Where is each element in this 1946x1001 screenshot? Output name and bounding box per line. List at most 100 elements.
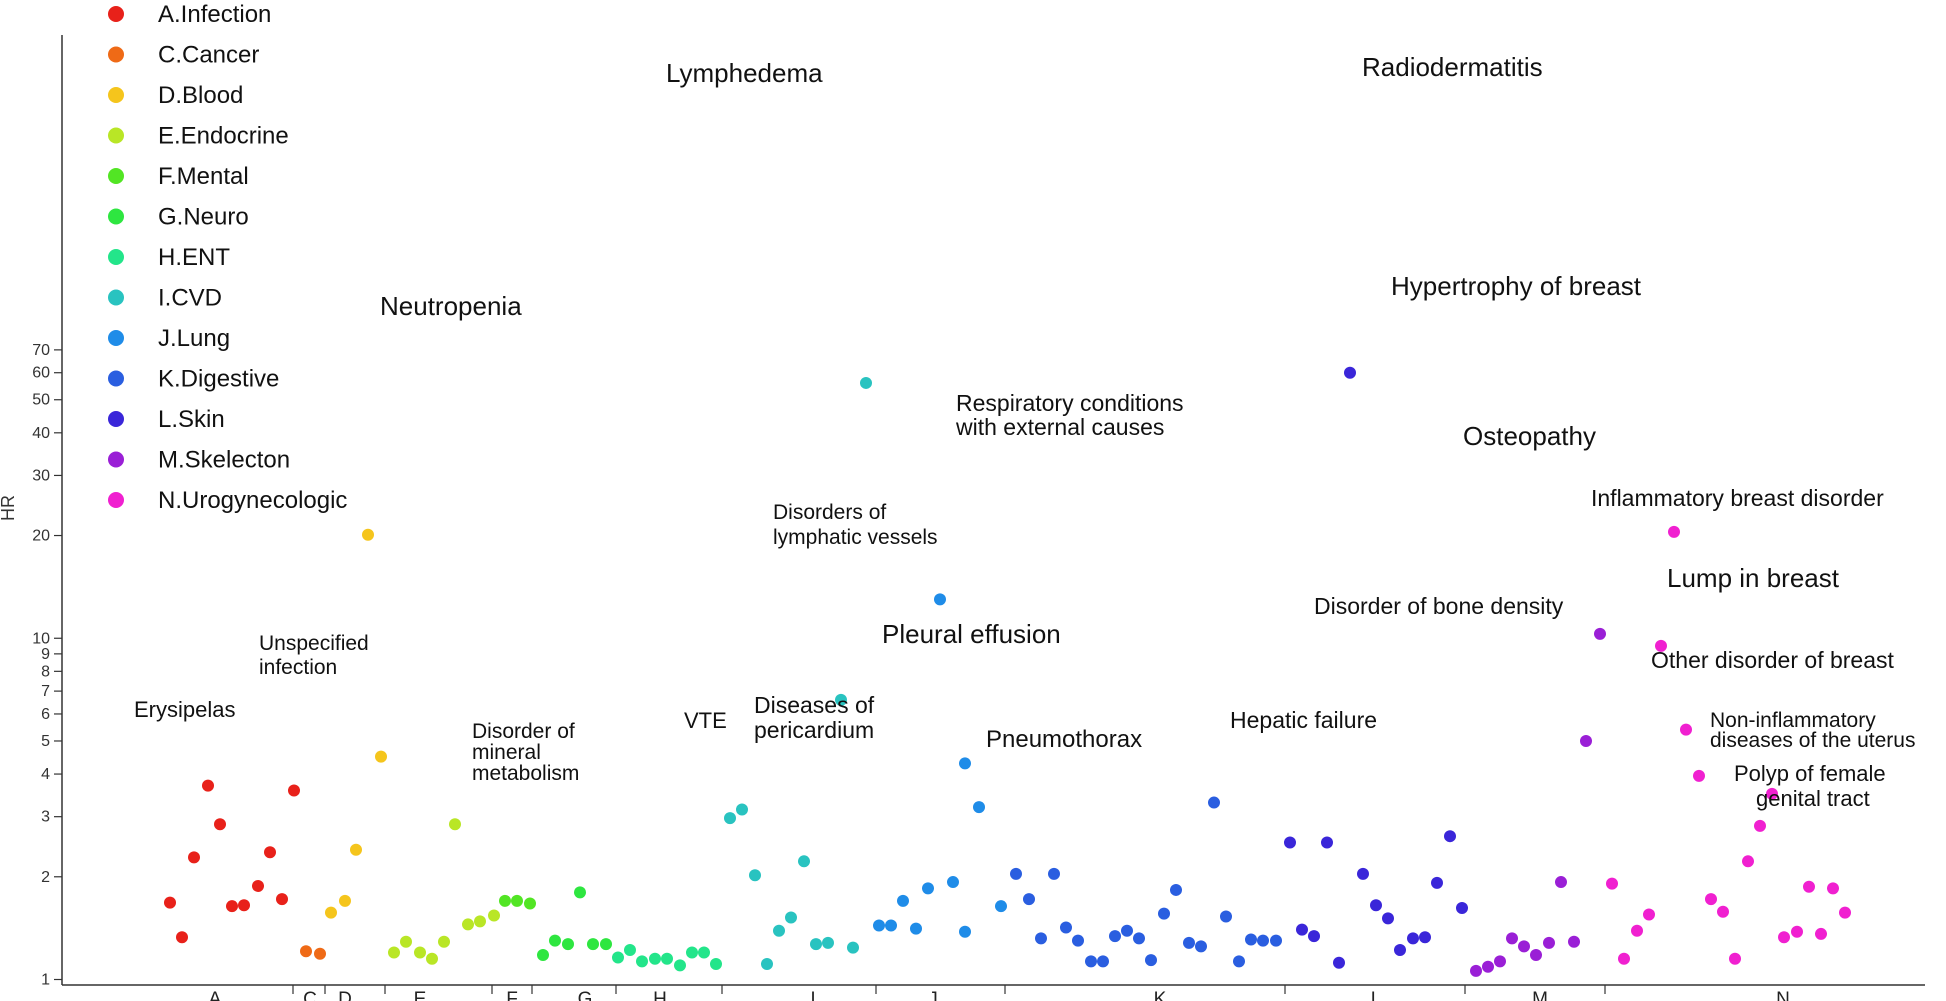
data-point bbox=[252, 879, 264, 892]
legend-label: H.ENT bbox=[158, 244, 230, 271]
data-point bbox=[686, 946, 698, 959]
data-point bbox=[1444, 830, 1456, 843]
data-point bbox=[798, 855, 810, 868]
data-point bbox=[810, 938, 822, 951]
point-annotation: Hepatic failure bbox=[1230, 707, 1377, 733]
data-point bbox=[749, 869, 761, 882]
legend-item: H.ENT bbox=[108, 244, 230, 271]
data-point bbox=[188, 851, 200, 864]
legend-label: C.Cancer bbox=[158, 42, 259, 69]
y-axis-label: HR bbox=[0, 495, 18, 521]
data-point bbox=[947, 876, 959, 889]
legend-label: A.Infection bbox=[158, 1, 271, 28]
data-point bbox=[1257, 934, 1269, 947]
data-point bbox=[238, 899, 250, 912]
data-point bbox=[537, 948, 549, 961]
legend-item: G.Neuro bbox=[108, 204, 249, 231]
y-tick-label: 8 bbox=[41, 663, 50, 680]
legend-item: K.Digestive bbox=[108, 366, 279, 393]
y-tick-label: 6 bbox=[41, 706, 50, 723]
data-point bbox=[649, 952, 661, 965]
data-point bbox=[1010, 867, 1022, 880]
data-point bbox=[388, 946, 400, 959]
data-point bbox=[176, 931, 188, 944]
legend-swatch bbox=[108, 127, 124, 144]
data-point bbox=[785, 911, 797, 924]
data-point bbox=[1183, 936, 1195, 949]
y-tick-label: 4 bbox=[41, 766, 50, 783]
data-point bbox=[314, 947, 326, 960]
y-tick-label: 30 bbox=[32, 467, 50, 484]
legend-item: J.Lung bbox=[108, 325, 230, 352]
data-point bbox=[400, 935, 412, 948]
data-point bbox=[1827, 882, 1839, 895]
y-tick-label: 5 bbox=[41, 733, 50, 750]
data-point bbox=[1085, 955, 1097, 968]
data-point bbox=[624, 944, 636, 957]
point-annotation: Erysipelas bbox=[134, 697, 235, 722]
data-point bbox=[1580, 734, 1592, 747]
x-tick-label: H bbox=[653, 989, 667, 1001]
legend-swatch bbox=[108, 370, 124, 387]
data-point bbox=[1655, 639, 1667, 652]
legend-label: L.Skin bbox=[158, 406, 225, 433]
data-point bbox=[1419, 931, 1431, 944]
legend-label: E.Endocrine bbox=[158, 123, 289, 150]
data-point bbox=[288, 784, 300, 797]
point-annotation: Lymphedema bbox=[666, 58, 823, 88]
data-point bbox=[1208, 796, 1220, 809]
data-point bbox=[1060, 921, 1072, 934]
data-point bbox=[860, 376, 872, 389]
data-point bbox=[1606, 877, 1618, 890]
data-point bbox=[773, 924, 785, 937]
legend: A.InfectionC.CancerD.BloodE.EndocrineF.M… bbox=[108, 1, 347, 514]
legend-label: D.Blood bbox=[158, 82, 243, 109]
data-point bbox=[1530, 948, 1542, 961]
data-point bbox=[587, 938, 599, 951]
data-point bbox=[276, 893, 288, 906]
data-point bbox=[1321, 836, 1333, 849]
data-point bbox=[438, 935, 450, 948]
x-tick-label: K bbox=[1154, 989, 1167, 1001]
y-tick-label: 70 bbox=[32, 342, 50, 359]
legend-item: F.Mental bbox=[108, 163, 249, 190]
data-point bbox=[661, 952, 673, 965]
legend-swatch bbox=[108, 492, 124, 508]
data-point bbox=[736, 803, 748, 816]
data-point bbox=[474, 915, 486, 928]
data-point bbox=[1506, 932, 1518, 945]
legend-swatch bbox=[108, 46, 124, 63]
data-point bbox=[1382, 912, 1394, 925]
data-point bbox=[1048, 867, 1060, 880]
legend-item: C.Cancer bbox=[108, 42, 259, 69]
legend-label: J.Lung bbox=[158, 325, 230, 352]
data-point bbox=[1729, 952, 1741, 965]
data-point bbox=[350, 843, 362, 856]
data-point bbox=[674, 959, 686, 972]
legend-item: I.CVD bbox=[108, 285, 222, 312]
data-point bbox=[214, 818, 226, 831]
data-point bbox=[499, 894, 511, 907]
point-annotation: Pleural effusion bbox=[882, 619, 1061, 649]
x-tick-label: A bbox=[209, 989, 222, 1001]
point-annotation: Radiodermatitis bbox=[1362, 52, 1543, 82]
data-point bbox=[414, 946, 426, 959]
data-point bbox=[1543, 936, 1555, 949]
legend-item: A.Infection bbox=[108, 1, 271, 28]
legend-label: F.Mental bbox=[158, 163, 249, 190]
data-point bbox=[1284, 836, 1296, 849]
y-tick-label: 3 bbox=[41, 809, 50, 826]
data-point bbox=[1170, 883, 1182, 896]
data-point bbox=[710, 958, 722, 971]
data-point bbox=[1333, 956, 1345, 969]
data-point bbox=[1618, 952, 1630, 965]
data-point bbox=[1431, 876, 1443, 889]
data-point bbox=[1357, 867, 1369, 880]
data-point bbox=[847, 941, 859, 954]
data-point bbox=[1717, 905, 1729, 918]
